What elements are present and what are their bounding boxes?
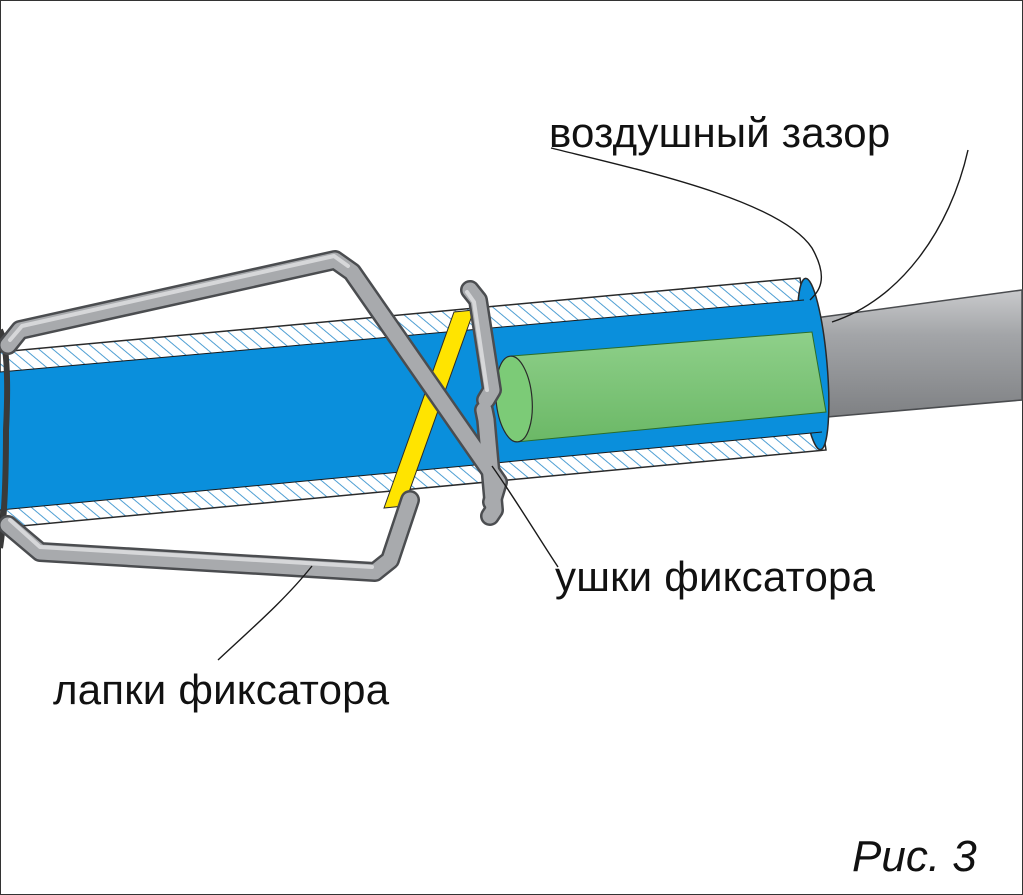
wire-fixator — [0, 250, 508, 582]
leader-air-gap-outer — [831, 149, 969, 323]
label-ears: ушки фиксатора — [555, 553, 876, 600]
green-rod — [495, 331, 827, 443]
leader-legs — [217, 565, 313, 661]
label-air-gap: воздушный зазор — [549, 109, 891, 156]
leader-ears — [491, 465, 559, 568]
leader-lines — [217, 147, 969, 661]
shaft — [814, 289, 1023, 419]
figure-caption: Рис. 3 — [852, 832, 977, 881]
leader-air-gap-inner — [550, 147, 822, 301]
label-legs: лапки фиксатора — [53, 666, 390, 713]
